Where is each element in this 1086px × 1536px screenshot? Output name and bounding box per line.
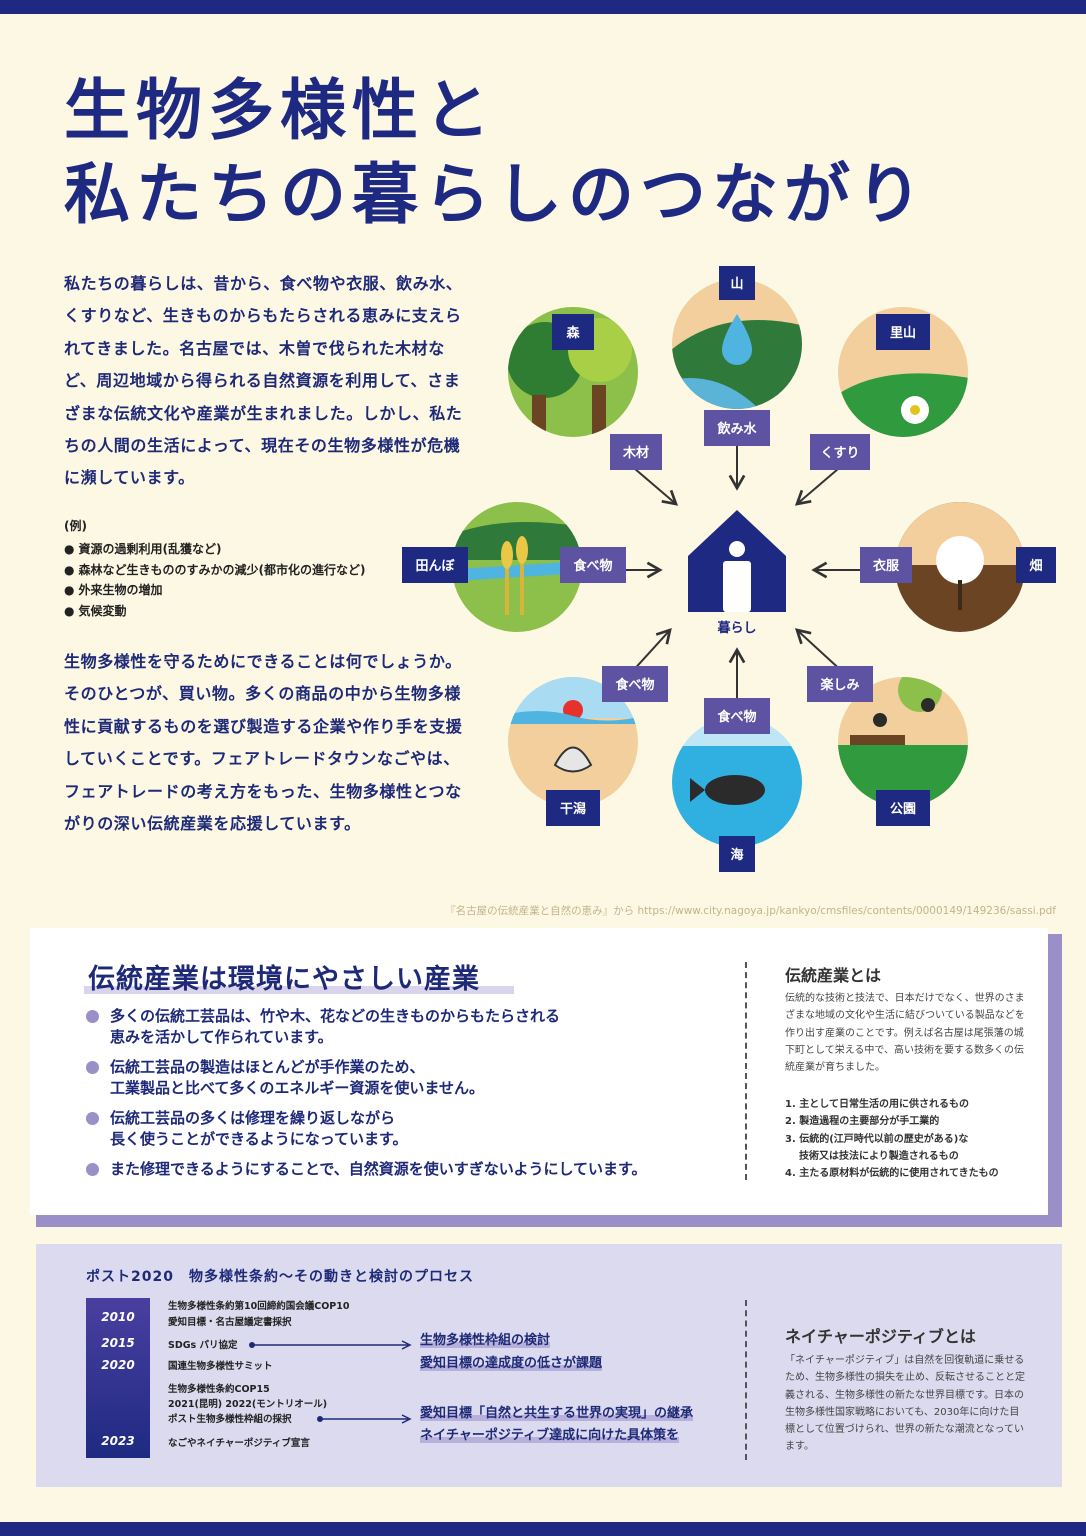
- highlight-text: 愛知目標の達成度の低さが課題: [420, 1356, 603, 1371]
- label-timber: 木材: [622, 445, 649, 461]
- criteria-list: 1. 主として日常生活の用に供されるもの 2. 製造過程の主要部分が手工業的 3…: [785, 1096, 999, 1182]
- highlight-text: 生物多様性枠組の検討: [420, 1333, 551, 1348]
- examples-heading: (例): [64, 519, 87, 533]
- event-text: 生物多様性条約第10回締約国会議COP10: [168, 1301, 350, 1312]
- title-underline: [84, 986, 514, 994]
- label-tideland: 干潟: [560, 801, 586, 817]
- event-text: 愛知目標・名古屋議定書採択: [168, 1317, 292, 1328]
- industry-box: [30, 928, 1048, 1215]
- bottom-bar: [0, 1522, 1086, 1536]
- list-item: 外来生物の増加: [64, 580, 365, 601]
- list-item: 4. 主たる原材料が伝統的に使用されてきたもの: [785, 1168, 999, 1180]
- intro2-text: 生物多様性を守るためにできることは何でしょうか。そのひとつが、買い物。多くの商品…: [64, 652, 463, 834]
- house-icon: [688, 510, 786, 612]
- event-text: 生物多様性条約COP15: [168, 1384, 270, 1395]
- benefit-labels: 木材 飲み水 くすり 食べ物 衣服 食べ物 食べ物 楽しみ: [560, 410, 912, 734]
- industry-points: 多くの伝統工芸品は、竹や木、花などの生きものからもたらされる恵みを活かして作られ…: [86, 1006, 647, 1190]
- event-text: なごやネイチャーポジティブ宣言: [168, 1438, 310, 1449]
- year-label: 2015: [101, 1336, 135, 1350]
- industry-title: 伝統産業は環境にやさしい産業: [88, 964, 480, 995]
- label-fun: 楽しみ: [819, 677, 859, 693]
- list-item: 技術又は技法により製造されるもの: [799, 1150, 959, 1162]
- center-label: 暮らし: [716, 620, 756, 636]
- source-citation: 『名古屋の伝統産業と自然の恵み』から https://www.city.nago…: [445, 905, 1056, 917]
- event-text: SDGs パリ協定: [168, 1340, 238, 1351]
- label-mountain: 山: [730, 276, 743, 292]
- label-sea: 海: [730, 847, 743, 863]
- place-labels: 山 森 里山 田んぼ 畑 干潟 海 公園: [402, 266, 1056, 872]
- title-line2: 私たちの暮らしのつながり: [64, 156, 928, 233]
- event-text: ポスト生物多様性枠組の採択: [168, 1414, 292, 1425]
- title-line1: 生物多様性と: [64, 72, 496, 149]
- list-item: 伝統工芸品の製造はほとんどが手作業のため、工業製品と比べて多くのエネルギー資源を…: [86, 1057, 647, 1098]
- top-bar: [0, 0, 1086, 14]
- label-food-sea: 食べ物: [717, 709, 756, 725]
- highlight-text: 愛知目標「自然と共生する世界の実現」の継承: [420, 1406, 694, 1421]
- examples-list: 資源の過剰利用(乱獲など) 森林など生きもののすみかの減少(都市化の進行など) …: [64, 539, 365, 621]
- divider: [745, 962, 747, 1180]
- list-item: 気候変動: [64, 601, 365, 622]
- year-label: 2020: [101, 1358, 135, 1372]
- year-label: 2010: [101, 1310, 135, 1324]
- list-item: 森林など生きもののすみかの減少(都市化の進行など): [64, 560, 365, 581]
- label-paddy: 田んぼ: [415, 559, 455, 574]
- label-water: 飲み水: [716, 421, 757, 437]
- biodiversity-diagram: 暮らし 山 森 里山 田んぼ 畑 干潟 海 公園 木材 飲み水 くす: [402, 266, 1056, 872]
- label-satoyama: 里山: [890, 325, 916, 341]
- label-park: 公園: [890, 801, 916, 817]
- divider: [745, 1300, 747, 1460]
- label-forest: 森: [566, 325, 580, 341]
- nature-positive-text: 「ネイチャーポジティブ」は自然を回復軌道に乗せるため、生物多様性の損失を止め、反…: [785, 1355, 1025, 1453]
- list-item: また修理できるようにすることで、自然資源を使いすぎないようにしています。: [86, 1159, 647, 1180]
- industry-side-text: 伝統的な技術と技法で、日本だけでなく、世界のさまざまな地域の文化や生活に結びつい…: [785, 993, 1025, 1074]
- label-food-paddy: 食べ物: [573, 558, 612, 574]
- label-field: 畑: [1029, 559, 1042, 574]
- year-bar: 2010 2015 2020 2023: [86, 1298, 150, 1458]
- event-text: 国連生物多様性サミット: [168, 1361, 273, 1372]
- event-text: 2021(昆明) 2022(モントリオール): [168, 1399, 328, 1410]
- list-item: 2. 製造過程の主要部分が手工業的: [785, 1116, 940, 1128]
- label-food-tideland: 食べ物: [615, 677, 654, 693]
- industry-side-title: 伝統産業とは: [785, 966, 882, 985]
- list-item: 伝統工芸品の多くは修理を繰り返しながら長く使うことができるようになっています。: [86, 1108, 647, 1149]
- timeline-heading: ポスト2020 物多様性条約〜その動きと検討のプロセス: [86, 1269, 474, 1285]
- list-item: 多くの伝統工芸品は、竹や木、花などの生きものからもたらされる恵みを活かして作られ…: [86, 1006, 647, 1047]
- year-label: 2023: [101, 1434, 135, 1448]
- paddy-illustration: [452, 502, 582, 632]
- label-clothing: 衣服: [873, 558, 900, 574]
- intro-text: 私たちの暮らしは、昔から、食べ物や衣服、飲み水、くすりなど、生きものからもたらさ…: [64, 274, 463, 488]
- list-item: 1. 主として日常生活の用に供されるもの: [785, 1099, 969, 1110]
- list-item: 資源の過剰利用(乱獲など): [64, 539, 365, 560]
- list-item: 3. 伝統的(江戸時代以前の歴史がある)な: [785, 1133, 969, 1145]
- nature-positive-title: ネイチャーポジティブとは: [785, 1327, 976, 1346]
- highlight-text: ネイチャーポジティブ達成に向けた具体策を: [420, 1428, 680, 1443]
- label-medicine: くすり: [820, 446, 859, 461]
